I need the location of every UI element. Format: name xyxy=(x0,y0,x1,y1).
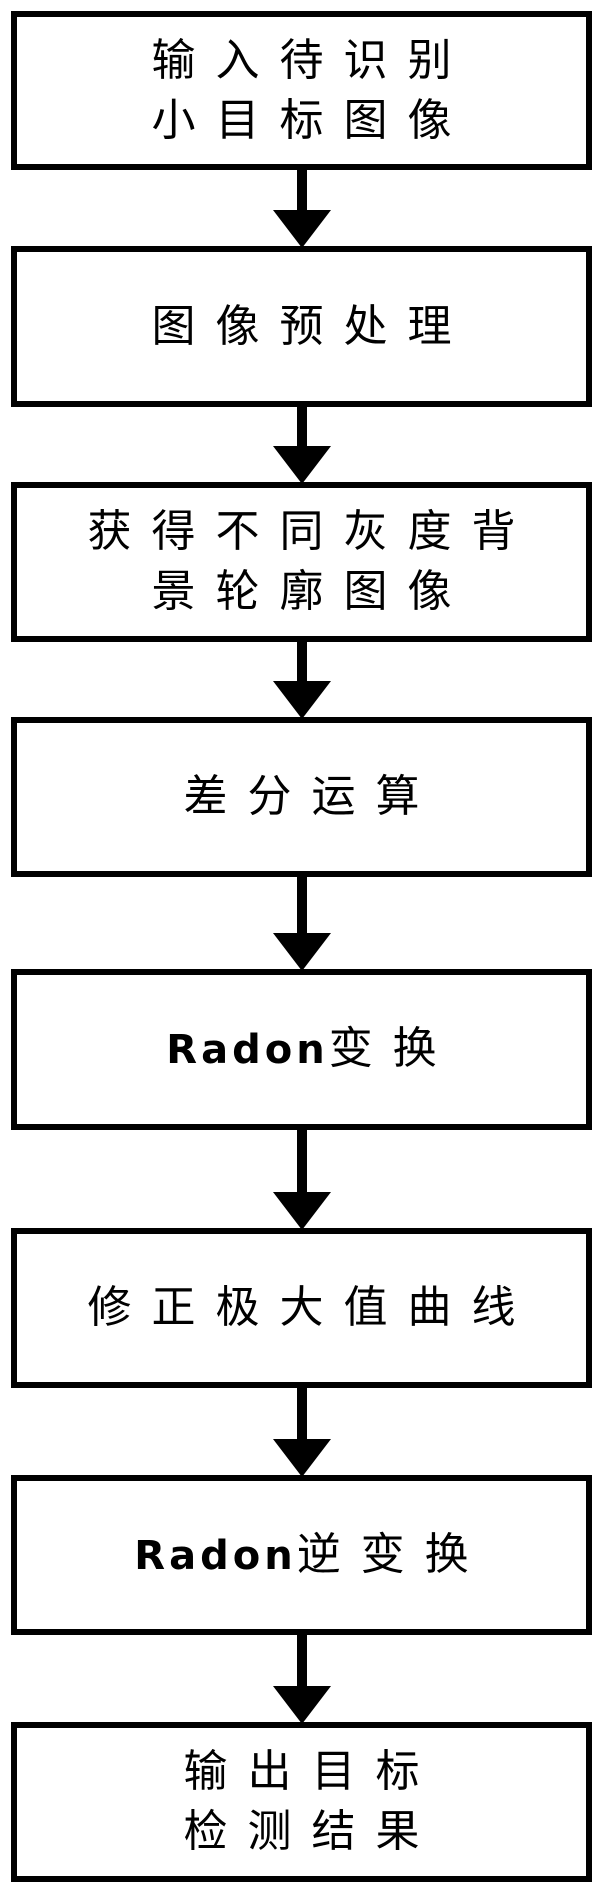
step-correct-maxima-curve: 修正极大值曲线 xyxy=(11,1228,592,1388)
arrow-shaft xyxy=(297,640,307,683)
arrow-shaft xyxy=(297,168,307,212)
step-label-line: 景轮廓图像 xyxy=(151,566,472,617)
step-label-line: 小目标图像 xyxy=(151,94,472,146)
arrow-shaft xyxy=(297,1386,307,1441)
arrow-head-icon xyxy=(273,210,331,248)
step-label-line: Radon变换 xyxy=(146,1019,456,1080)
arrow-head-icon xyxy=(273,446,331,484)
step-label-line: Radon逆变换 xyxy=(114,1525,488,1586)
step-label-line: 修正极大值曲线 xyxy=(87,1282,536,1333)
arrow-correct-maxima-to-inverse-radon xyxy=(273,1386,331,1477)
arrow-input-to-preprocess xyxy=(273,168,331,248)
step-inverse-radon: Radon逆变换 xyxy=(11,1475,592,1635)
step-label-line: 输出目标 xyxy=(183,1746,440,1797)
arrow-head-icon xyxy=(273,1192,331,1230)
step-background-contour: 获得不同灰度背 景轮廓图像 xyxy=(11,482,592,642)
step-preprocess: 图像预处理 xyxy=(11,246,592,407)
arrow-head-icon xyxy=(273,1439,331,1477)
arrow-contour-to-difference xyxy=(273,640,331,719)
step-label-line: 图像预处理 xyxy=(151,300,472,352)
step-label-latin: Radon xyxy=(166,1027,329,1073)
arrow-shaft xyxy=(297,1128,307,1194)
step-label-line: 检测结果 xyxy=(183,1806,440,1857)
arrow-radon-to-correct-maxima xyxy=(273,1128,331,1230)
step-label-latin: Radon xyxy=(134,1532,297,1579)
step-label-line: 输入待识别 xyxy=(151,34,472,86)
arrow-preprocess-to-contour xyxy=(273,405,331,484)
arrow-head-icon xyxy=(273,933,331,971)
step-output-result: 输出目标 检测结果 xyxy=(11,1722,592,1882)
arrow-inverse-radon-to-output xyxy=(273,1633,331,1724)
arrow-head-icon xyxy=(273,681,331,719)
arrow-shaft xyxy=(297,1633,307,1688)
step-label-cjk: 变换 xyxy=(328,1023,457,1074)
step-label-line: 差分运算 xyxy=(183,771,440,822)
step-radon-transform: Radon变换 xyxy=(11,969,592,1130)
arrow-shaft xyxy=(297,875,307,935)
step-input-image: 输入待识别 小目标图像 xyxy=(11,11,592,170)
arrow-head-icon xyxy=(273,1686,331,1724)
step-difference: 差分运算 xyxy=(11,717,592,877)
arrow-difference-to-radon xyxy=(273,875,331,971)
step-label-line: 获得不同灰度背 xyxy=(87,506,536,557)
arrow-shaft xyxy=(297,405,307,448)
step-label-cjk: 逆变换 xyxy=(296,1528,489,1580)
